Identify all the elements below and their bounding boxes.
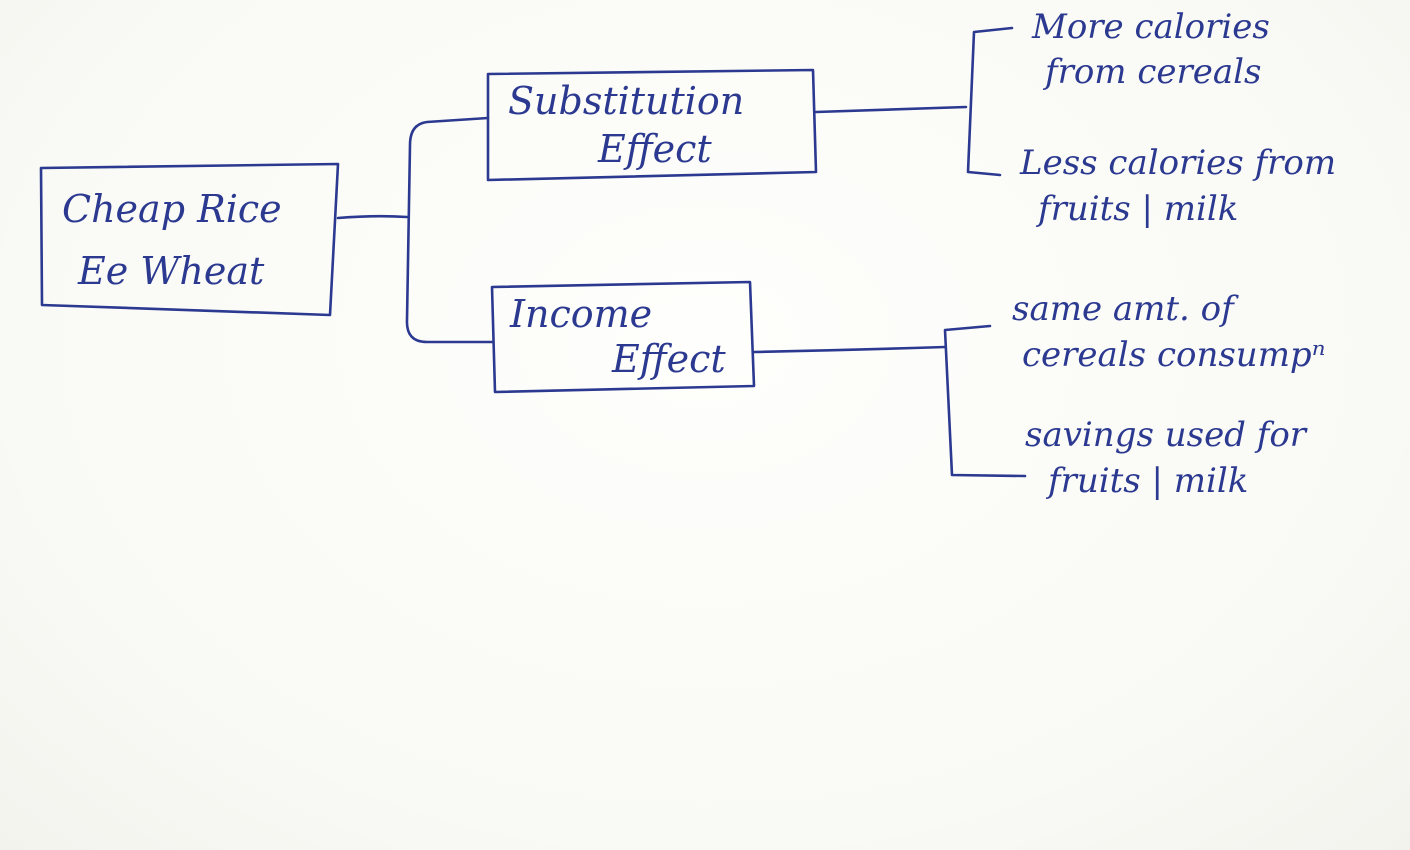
substitution-bracket [966,26,1014,177]
income-label-line1: Income [510,292,653,336]
leaf-savings-line1: savings used for [1025,415,1307,455]
branch-fork [405,116,494,344]
substitution-label-line1: Substitution [508,79,745,123]
income-box [490,280,756,394]
substitution-connector [814,105,968,114]
leaf-less-calories-line1: Less calories from [1020,143,1337,183]
leaf-same-amount-line1: same amt. of [1012,289,1234,329]
leaf-less-calories-line2: fruits | milk [1038,189,1239,229]
leaf-more-calories-line1: More calories [1032,7,1270,47]
income-connector [752,345,947,354]
root-label-line1: Cheap Rice [62,187,282,231]
leaf-more-calories-line2: from cereals [1045,52,1262,92]
substitution-box [486,68,818,182]
income-bracket [943,324,1027,478]
root-label-line2: Ee Wheat [78,249,265,293]
substitution-label-line2: Effect [598,127,712,171]
root-connector [336,214,409,220]
root-box [39,162,340,317]
leaf-same-amount-line2: cereals consumpⁿ [1022,335,1326,375]
leaf-savings-line2: fruits | milk [1048,461,1249,501]
income-label-line2: Effect [612,337,726,381]
